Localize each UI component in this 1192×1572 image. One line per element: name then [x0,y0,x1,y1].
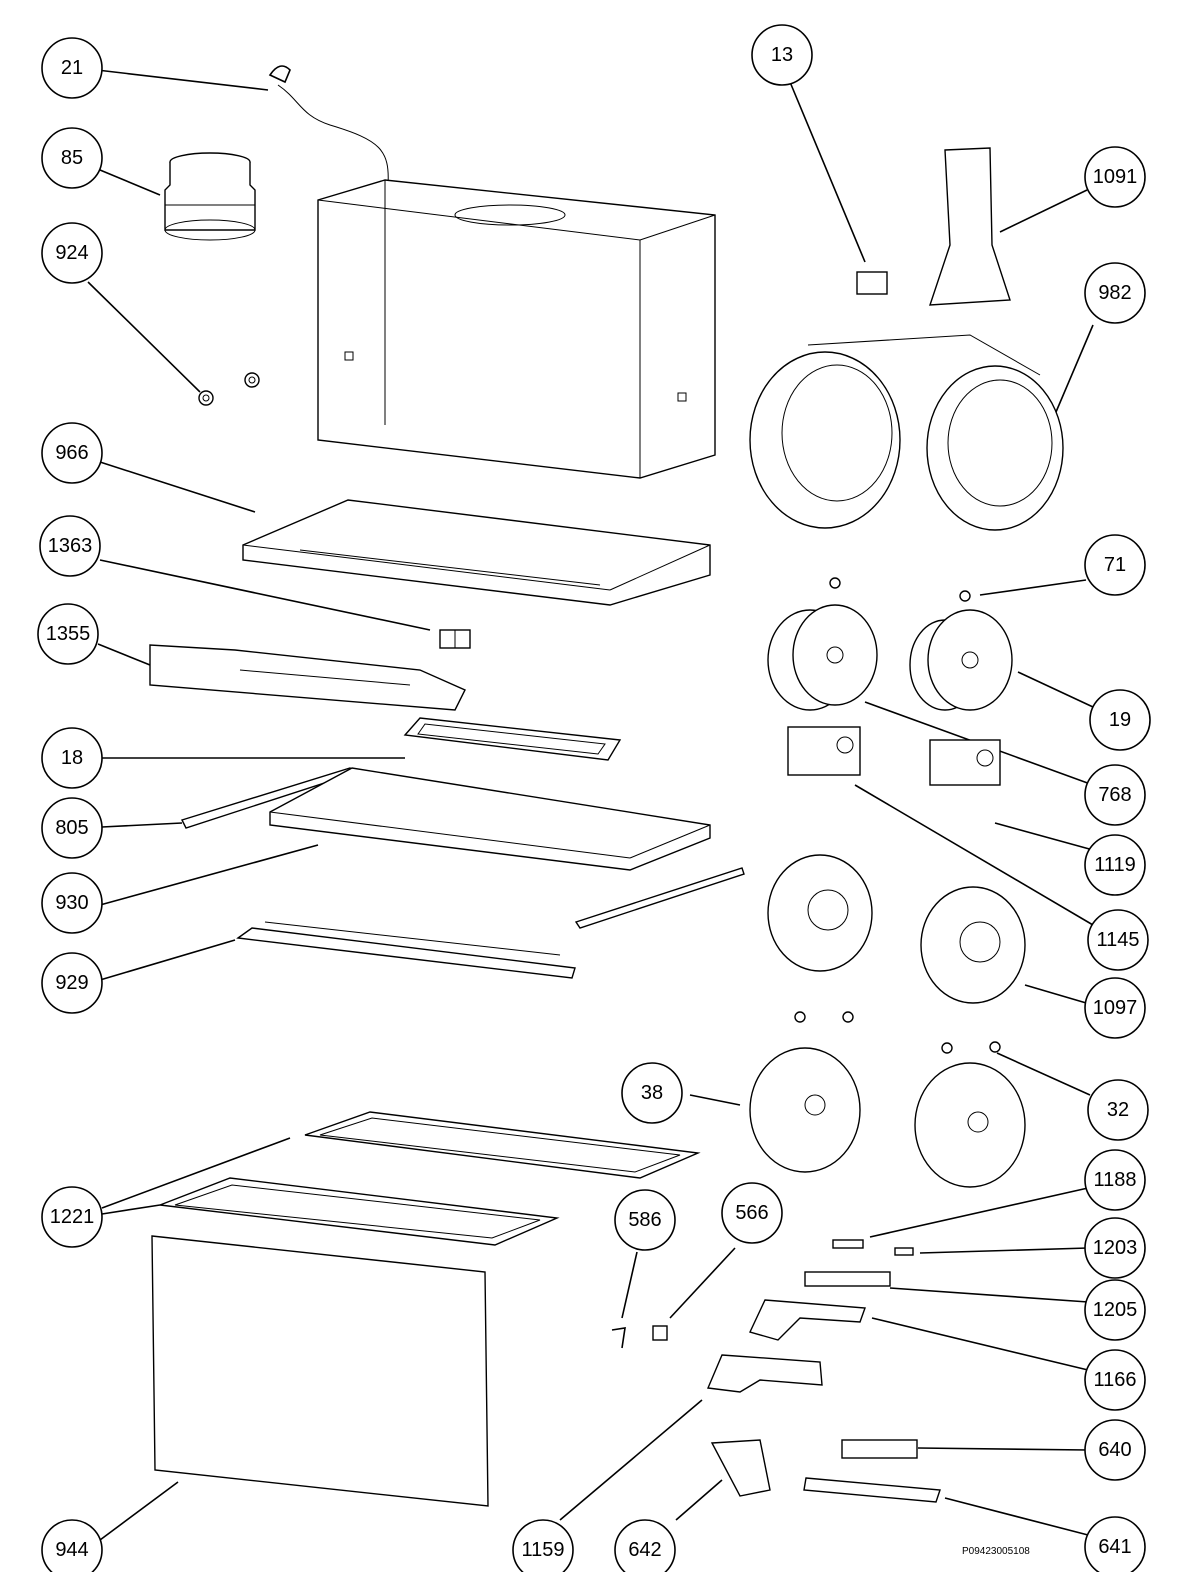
hinge-part [439,629,471,649]
lamp-cover-part [403,717,622,761]
svg-text:982: 982 [1098,282,1131,304]
callout-bubble-924: 924 [41,222,103,284]
capacitor-part [787,726,1001,786]
leader-lines [87,69,1094,1541]
callout-bubble-641: 641 [1084,1516,1146,1572]
callout-bubble-19: 19 [1089,689,1151,751]
callout-bubble-38: 38 [621,1062,683,1124]
svg-text:1203: 1203 [1093,1237,1138,1259]
callout-bubble-18: 18 [41,727,103,789]
svg-text:924: 924 [55,242,88,264]
callout-bubble-1091: 1091 [1084,146,1146,208]
callout-bubble-586: 586 [614,1189,676,1251]
svg-text:1221: 1221 [50,1206,95,1228]
svg-text:929: 929 [55,972,88,994]
svg-text:944: 944 [55,1539,88,1561]
svg-text:19: 19 [1109,709,1131,731]
clip-part [856,271,888,295]
inner-tray-part [269,767,711,871]
svg-text:1188: 1188 [1093,1169,1136,1191]
callout-bubble-1221: 1221 [41,1186,103,1248]
callout-bubble-944: 944 [41,1519,103,1572]
svg-text:21: 21 [61,57,83,79]
svg-text:966: 966 [55,442,88,464]
svg-text:586: 586 [628,1209,661,1231]
svg-text:930: 930 [55,892,88,914]
svg-text:71: 71 [1104,554,1126,576]
callout-bubble-966: 966 [41,422,103,484]
hood-housing-part [317,179,716,479]
callout-bubble-21: 21 [41,37,103,99]
svg-text:641: 641 [1098,1536,1131,1558]
bracket-plate-part [149,644,466,711]
duct-collar-part [164,152,256,241]
svg-text:1097: 1097 [1093,997,1138,1019]
callout-bubble-642: 642 [614,1519,676,1572]
svg-text:1166: 1166 [1093,1369,1136,1391]
callout-bubble-640: 640 [1084,1419,1146,1481]
control-parts [611,1239,941,1503]
svg-text:1091: 1091 [1093,166,1138,188]
svg-text:85: 85 [61,147,83,169]
svg-text:805: 805 [55,817,88,839]
carbon-filter-part [749,1047,1026,1188]
front-strip-part [236,921,576,979]
svg-text:18: 18 [61,747,83,769]
callout-bubble-1145: 1145 [1087,909,1149,971]
callout-bubble-85: 85 [41,127,103,189]
svg-text:1159: 1159 [521,1539,564,1561]
svg-text:642: 642 [628,1539,661,1561]
svg-text:1205: 1205 [1093,1299,1138,1321]
document-code: P09423005108 [962,1546,1030,1557]
spacer-part [829,577,971,602]
svg-text:1145: 1145 [1096,929,1139,951]
blower-housing-part [749,334,1064,531]
nut-part [198,372,260,406]
svg-text:640: 640 [1098,1439,1131,1461]
callout-bubble-13: 13 [751,24,813,86]
callout-bubble-1355: 1355 [37,603,99,665]
callout-bubble-32: 32 [1087,1079,1149,1141]
callout-bubble-1205: 1205 [1084,1279,1146,1341]
impeller-part [767,604,1013,711]
front-panel-part [151,1235,489,1507]
callout-bubble-1188: 1188 [1084,1149,1146,1211]
grease-filter-part [159,1111,701,1246]
callout-bubble-1166: 1166 [1084,1349,1146,1411]
callout-bubble-768: 768 [1084,764,1146,826]
svg-text:32: 32 [1107,1099,1129,1121]
chimney-bracket-part [929,147,1011,306]
callout-bubble-805: 805 [41,797,103,859]
callout-bubble-982: 982 [1084,262,1146,324]
spacer-part [794,1011,1001,1054]
svg-text:1355: 1355 [46,623,91,645]
svg-text:13: 13 [771,44,793,66]
callout-bubble-1203: 1203 [1084,1217,1146,1279]
svg-text:1119: 1119 [1094,854,1136,876]
callout-bubble-71: 71 [1084,534,1146,596]
callout-bubble-1363: 1363 [39,515,101,577]
motor-part [767,854,1026,1004]
callout-bubble-566: 566 [721,1182,783,1244]
svg-text:566: 566 [735,1202,768,1224]
callout-bubble-1119: 1119 [1084,834,1146,896]
svg-text:1363: 1363 [48,535,93,557]
callout-bubble-929: 929 [41,952,103,1014]
callout-bubble-1159: 1159 [512,1519,574,1572]
callout-bubble-1097: 1097 [1084,977,1146,1039]
svg-text:768: 768 [1098,784,1131,806]
power-cord-part [268,65,389,186]
filter-frame-part [242,499,711,606]
svg-text:38: 38 [641,1082,663,1104]
callout-bubble-930: 930 [41,872,103,934]
